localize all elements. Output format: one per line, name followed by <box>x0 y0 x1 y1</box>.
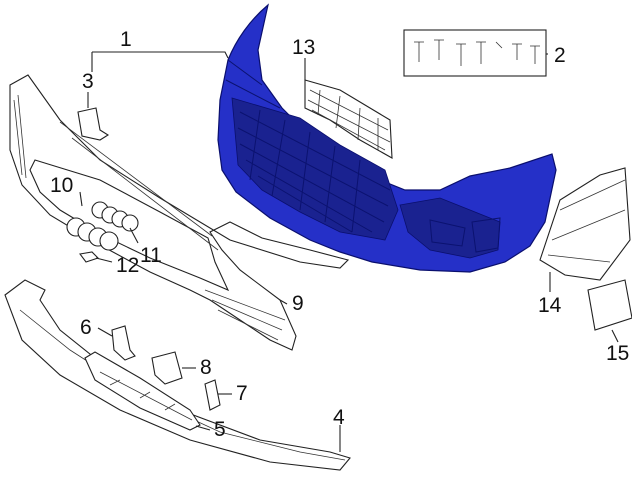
callout-labels: 1 2 3 4 5 6 7 8 9 10 11 12 13 14 15 <box>50 28 629 441</box>
cover-part-15[interactable] <box>587 279 632 331</box>
callout-10: 10 <box>50 174 73 197</box>
bracket-part-14[interactable] <box>539 167 631 281</box>
callout-6: 6 <box>80 316 92 339</box>
grille-insert-part-13[interactable] <box>304 79 393 159</box>
callout-12: 12 <box>116 254 139 277</box>
callout-7: 7 <box>236 382 248 405</box>
hardware-kit-part-2[interactable] <box>403 29 547 77</box>
bumper-cover-part-1[interactable] <box>217 3 557 273</box>
leader-lines <box>79 51 619 452</box>
callout-8: 8 <box>200 356 212 379</box>
bracket-part-3[interactable] <box>77 107 110 141</box>
callout-1: 1 <box>120 28 132 51</box>
callout-4: 4 <box>333 406 345 429</box>
rings-emblem-part-10[interactable] <box>66 217 119 251</box>
callout-13: 13 <box>292 36 315 59</box>
callout-15: 15 <box>606 342 629 365</box>
callout-9: 9 <box>292 292 304 315</box>
reinforcement-part-5[interactable] <box>84 351 201 431</box>
callout-5: 5 <box>214 418 226 441</box>
sensor-part-6[interactable] <box>111 325 136 361</box>
callout-3: 3 <box>82 70 94 93</box>
callout-2: 2 <box>554 44 566 67</box>
callout-11: 11 <box>140 244 162 267</box>
clip-part-12[interactable] <box>79 251 100 263</box>
rings-emblem-part-11[interactable] <box>91 201 139 232</box>
callout-14: 14 <box>538 294 562 317</box>
bracket-part-8[interactable] <box>151 351 183 385</box>
bracket-part-7[interactable] <box>204 379 221 411</box>
